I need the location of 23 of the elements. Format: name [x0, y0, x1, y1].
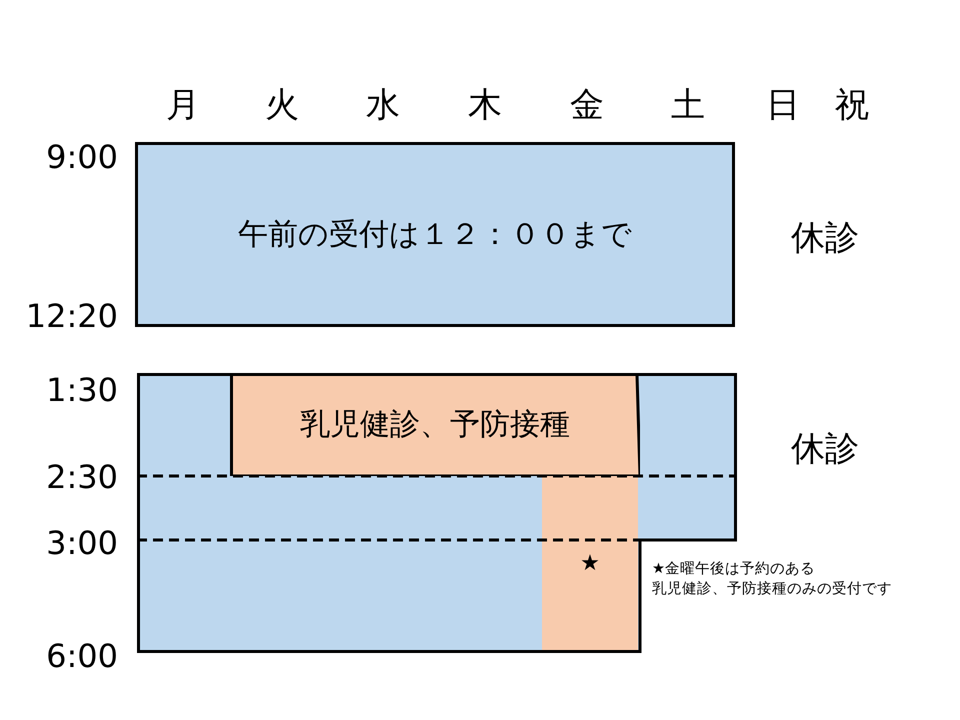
reservation-only-slot	[542, 476, 638, 650]
footnote-text: ★金曜午後は予約のある乳児健診、予防接種のみの受付です	[652, 560, 893, 599]
weekday-label: 木	[468, 88, 502, 122]
slot-text: ★	[580, 550, 600, 576]
weekday-label: 水	[366, 88, 400, 122]
time-label: 2:30	[46, 461, 118, 493]
time-label: 3:00	[46, 527, 118, 559]
weekday-label: 土	[671, 88, 705, 122]
weekday-label: 火	[265, 88, 299, 122]
weekday-label: 月	[166, 88, 200, 122]
time-label: 12:20	[26, 300, 118, 332]
time-label: 1:30	[46, 374, 118, 406]
weekday-label: 祝	[835, 88, 869, 122]
closed-label: 休診	[791, 221, 859, 255]
slot-text: 午前の受付は１２：００まで	[238, 216, 632, 254]
slot-text: 乳児健診、予防接種	[300, 406, 570, 444]
time-label: 9:00	[46, 141, 118, 173]
morning-hours-box	[135, 142, 735, 327]
time-label: 6:00	[46, 640, 118, 672]
weekday-label: 金	[570, 88, 604, 122]
closed-label: 休診	[791, 432, 859, 466]
checkup-vaccination-box	[230, 373, 640, 476]
weekday-label: 日	[766, 88, 800, 122]
